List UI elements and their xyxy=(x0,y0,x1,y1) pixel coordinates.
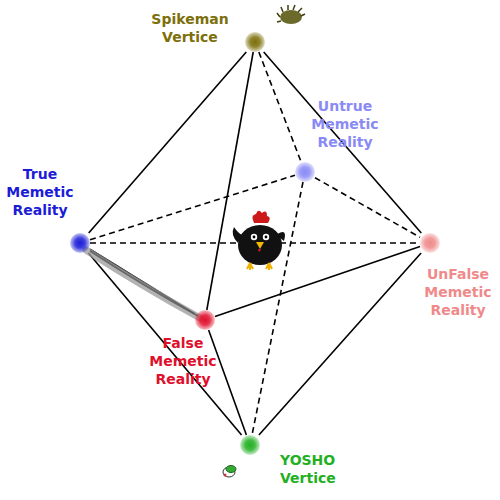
vertex-dot: True Memetic Reality xyxy=(70,233,90,253)
octahedron-edge xyxy=(264,52,422,233)
brush-stroke xyxy=(90,251,198,316)
octahedron-edge xyxy=(259,52,301,162)
vertex-label: Spikeman Vertice xyxy=(148,10,232,46)
vertex-label: YOSHO Vertice xyxy=(280,451,340,487)
vertex-label: True Memetic Reality xyxy=(3,165,77,219)
vertex-dot: UnFalse Memetic Reality xyxy=(420,233,440,253)
vertex-dot: Spikeman Vertice xyxy=(245,32,265,52)
yosho-icon xyxy=(223,466,236,478)
octahedron-edge xyxy=(252,182,303,435)
vertex-label: False Memetic Reality xyxy=(146,334,220,388)
brush-stroke xyxy=(86,250,200,318)
vertex-dot: Untrue Memetic Reality xyxy=(295,162,315,182)
vertex-label: UnFalse Memetic Reality xyxy=(421,265,495,319)
chicken-drawing xyxy=(233,211,285,270)
vertex-dot: YOSHO Vertice xyxy=(240,435,260,455)
spikeman-icon xyxy=(277,5,305,24)
vertex-dot: False Memetic Reality xyxy=(195,310,215,330)
octahedron-edge xyxy=(315,178,420,238)
octahedron-edge xyxy=(209,330,247,435)
vertex-label: Untrue Memetic Reality xyxy=(308,97,382,151)
octahedron-edge xyxy=(89,52,247,233)
octahedron-edge xyxy=(88,253,241,435)
octahedron-edge xyxy=(207,52,253,310)
